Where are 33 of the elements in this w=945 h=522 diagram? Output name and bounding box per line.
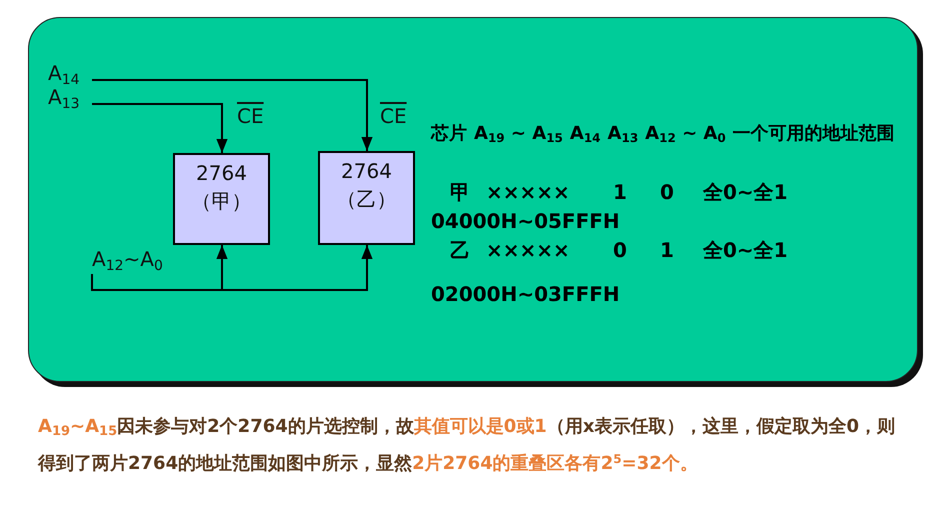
table-cell-text: 全0~全1 (703, 237, 788, 264)
table-cell-text: 1 (613, 179, 627, 206)
chip-label: （乙） (336, 186, 396, 213)
address-range-text: 04000H~05FFFH (431, 208, 620, 235)
signal-label: A$_{14}$ (48, 60, 80, 86)
table-cell-text: 甲 (450, 179, 470, 206)
table-header-text: 一个可用的地址范围 (732, 123, 895, 144)
table-cell-text: ××××× (486, 237, 570, 264)
chip-name: 2764 (341, 158, 392, 185)
table-cell-text: ××××× (486, 179, 570, 206)
table-cell-text: 0 (660, 179, 674, 206)
memory-chip-box (173, 153, 270, 245)
explanation-paragraph: A$_{19}$~A$_{15}$因未参与对2个2764的片选控制，故其值可以是0或1（用x表示任取），这里，假定取为全0，则得到了两片2764的地址范围如图中所示，显然2片2764的重叠区各有2$^{5}$=32个。 (38, 415, 896, 476)
chip-label: （甲） (192, 188, 252, 215)
chip-enable-label: CE (380, 104, 407, 128)
chip-enable-label: CE (237, 104, 264, 128)
arrow (92, 79, 373, 151)
memory-chip-box (318, 151, 415, 245)
signal-label: A$_{12}$~A$_{0}$ (92, 246, 163, 272)
table-cell-text: 1 (660, 237, 674, 264)
table-cell-text: 全0~全1 (703, 179, 788, 206)
table-header-text: A$_{13}$ (608, 123, 638, 144)
table-cell-text: 0 (613, 237, 627, 264)
table-cell-text: 乙 (450, 237, 470, 264)
table-header-text: A$_{12}$ ~ A$_{0}$ (645, 123, 726, 144)
address-range-text: 02000H~03FFFH (431, 281, 620, 308)
chip-name: 2764 (196, 160, 247, 187)
table-header-text: A$_{14}$ (570, 123, 601, 144)
arrow (92, 103, 228, 153)
signal-label: A$_{13}$ (48, 84, 80, 110)
arrow (91, 245, 373, 291)
table-header-text: 芯片 (431, 123, 467, 144)
table-header-text: A$_{19}$ ~ A$_{15}$ (474, 123, 563, 144)
